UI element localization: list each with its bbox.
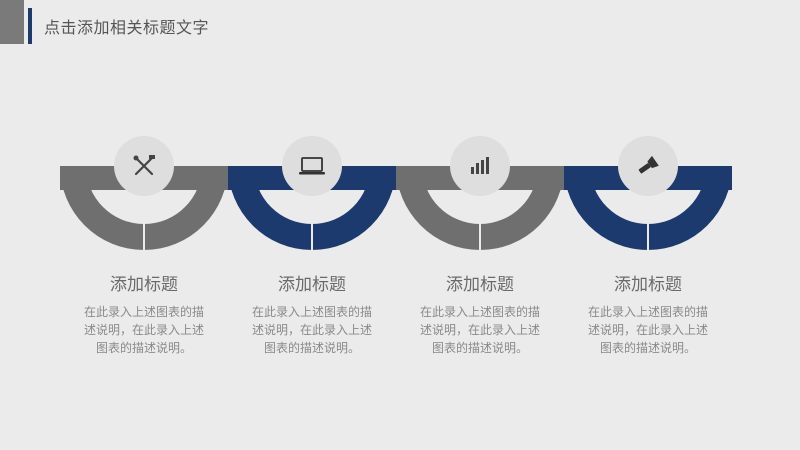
item-1: 添加标题 在此录入上述图表的描述说明，在此录入上述图表的描述说明。 (64, 270, 224, 357)
wave-segment-2 (228, 136, 396, 250)
item-title: 添加标题 (614, 275, 682, 295)
wave-segment-3 (396, 136, 564, 250)
bar-chart-icon (471, 157, 489, 174)
item-description: 在此录入上述图表的描述说明，在此录入上述图表的描述说明。 (588, 305, 709, 355)
item-title: 添加标题 (446, 275, 514, 295)
tools-icon (133, 155, 155, 176)
item-title: 添加标题 (110, 275, 178, 295)
item-description: 在此录入上述图表的描述说明，在此录入上述图表的描述说明。 (252, 305, 373, 355)
item-title: 添加标题 (278, 275, 346, 295)
corner-accent (0, 0, 24, 44)
laptop-icon (299, 157, 325, 175)
item-description: 在此录入上述图表的描述说明，在此录入上述图表的描述说明。 (84, 305, 205, 355)
icon-circle-2 (282, 136, 342, 196)
item-2: 添加标题 在此录入上述图表的描述说明，在此录入上述图表的描述说明。 (232, 270, 392, 357)
item-4: 添加标题 在此录入上述图表的描述说明，在此录入上述图表的描述说明。 (568, 270, 728, 357)
flashlight-icon (638, 155, 659, 174)
wave-segment-1 (60, 136, 228, 250)
icon-circle-3 (450, 136, 510, 196)
item-description: 在此录入上述图表的描述说明，在此录入上述图表的描述说明。 (420, 305, 541, 355)
title-accent-bar (28, 8, 32, 44)
page-title: 点击添加相关标题文字 (44, 18, 210, 37)
item-3: 添加标题 在此录入上述图表的描述说明，在此录入上述图表的描述说明。 (400, 270, 560, 357)
wave-segment-4 (564, 136, 732, 250)
